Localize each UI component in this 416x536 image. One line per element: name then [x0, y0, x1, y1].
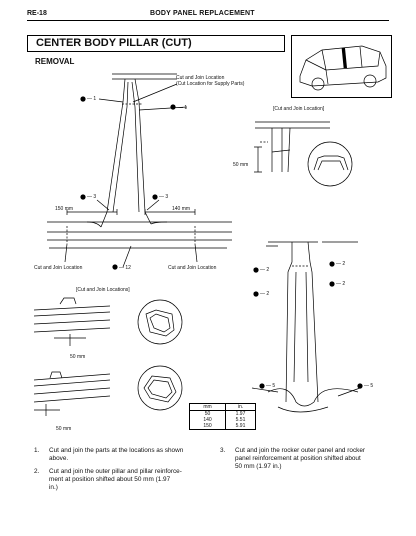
- section-title: BODY PANEL REPLACEMENT: [150, 10, 255, 17]
- callout-12-num: 12: [125, 265, 131, 271]
- instruction-3: 3. Cut and join the rocker outer panel a…: [220, 447, 400, 477]
- callout-1-left: — 1: [87, 96, 97, 102]
- header-divider: [27, 20, 389, 21]
- locations-dim-lower: 50 mm: [56, 426, 72, 432]
- instruction-2: 2. Cut and join the outer pillar and pil…: [34, 468, 214, 498]
- dim-140-label: 140 mm: [172, 206, 191, 212]
- locations-diagram: [30, 294, 190, 434]
- callout-2-b-num: 2: [342, 261, 346, 267]
- locations-heading: [Cut and Join Locations]: [76, 287, 130, 293]
- cut-supply-label: (Cut Location for Supply Parts): [176, 81, 245, 87]
- callout-2-d-num: 2: [342, 281, 346, 287]
- table-header-mm: mm: [189, 403, 226, 411]
- table-header-row: mm in.: [189, 403, 256, 411]
- callout-5-right-num: 5: [370, 383, 374, 389]
- detail-dim-50: 50 mm: [233, 162, 249, 168]
- callout-3-right: — 3: [159, 194, 169, 200]
- callout-3-left: — 3: [87, 194, 97, 200]
- table-header-in: in.: [225, 403, 256, 411]
- callout-12: — 12: [119, 265, 131, 271]
- locations-svg: [33, 297, 183, 416]
- section-heading: REMOVAL: [35, 57, 75, 66]
- callout-2-a: — 2: [260, 267, 270, 273]
- right-pillar-diagram: [248, 232, 394, 422]
- callout-3-left-num: 3: [93, 194, 97, 200]
- detail-diagram: [250, 112, 390, 192]
- callout-2-a-num: 2: [266, 267, 270, 273]
- callout-3-right-num: 3: [165, 194, 169, 200]
- main-pillar-diagram: [27, 62, 257, 282]
- cut-join-label-right: Cut and Join Location: [168, 265, 217, 271]
- instruction-text: Cut and join the parts at the locations …: [49, 447, 184, 462]
- detail-svg: [254, 121, 353, 187]
- page-code: RE-18: [27, 10, 47, 17]
- callout-1-left-num: 1: [93, 96, 97, 102]
- instruction-number: 1.: [34, 447, 40, 454]
- instruction-text: Cut and join the rocker outer panel and …: [235, 447, 366, 470]
- dim-150-label: 150 mm: [55, 206, 74, 212]
- callout-5-left: — 5: [266, 383, 276, 389]
- callout-1-right-num: 1: [184, 105, 188, 111]
- instruction-number: 2.: [34, 468, 40, 475]
- callout-1-right: — 1: [178, 105, 188, 111]
- callout-2-d: — 2: [336, 281, 346, 287]
- callout-2-b: — 2: [336, 261, 346, 267]
- callout-5-left-num: 5: [272, 383, 276, 389]
- callout-2-c: — 2: [260, 291, 270, 297]
- callout-5-right: — 5: [364, 383, 374, 389]
- cut-join-label-top: Cut and Join Location: [176, 75, 225, 81]
- detail-heading: [Cut and Join Location]: [273, 106, 325, 112]
- instruction-text: Cut and join the outer pillar and pillar…: [49, 468, 182, 491]
- instruction-1: 1. Cut and join the parts at the locatio…: [34, 447, 214, 471]
- vehicle-illustration: [291, 35, 392, 98]
- page-title: CENTER BODY PILLAR (CUT): [27, 35, 285, 52]
- locations-dim-upper: 50 mm: [70, 354, 86, 360]
- instruction-number: 3.: [220, 447, 226, 454]
- right-pillar-svg: [251, 241, 363, 413]
- vehicle-svg: [299, 45, 387, 91]
- cut-join-label-left: Cut and Join Location: [34, 265, 83, 271]
- main-pillar-svg: [47, 73, 232, 270]
- callout-2-c-num: 2: [266, 291, 270, 297]
